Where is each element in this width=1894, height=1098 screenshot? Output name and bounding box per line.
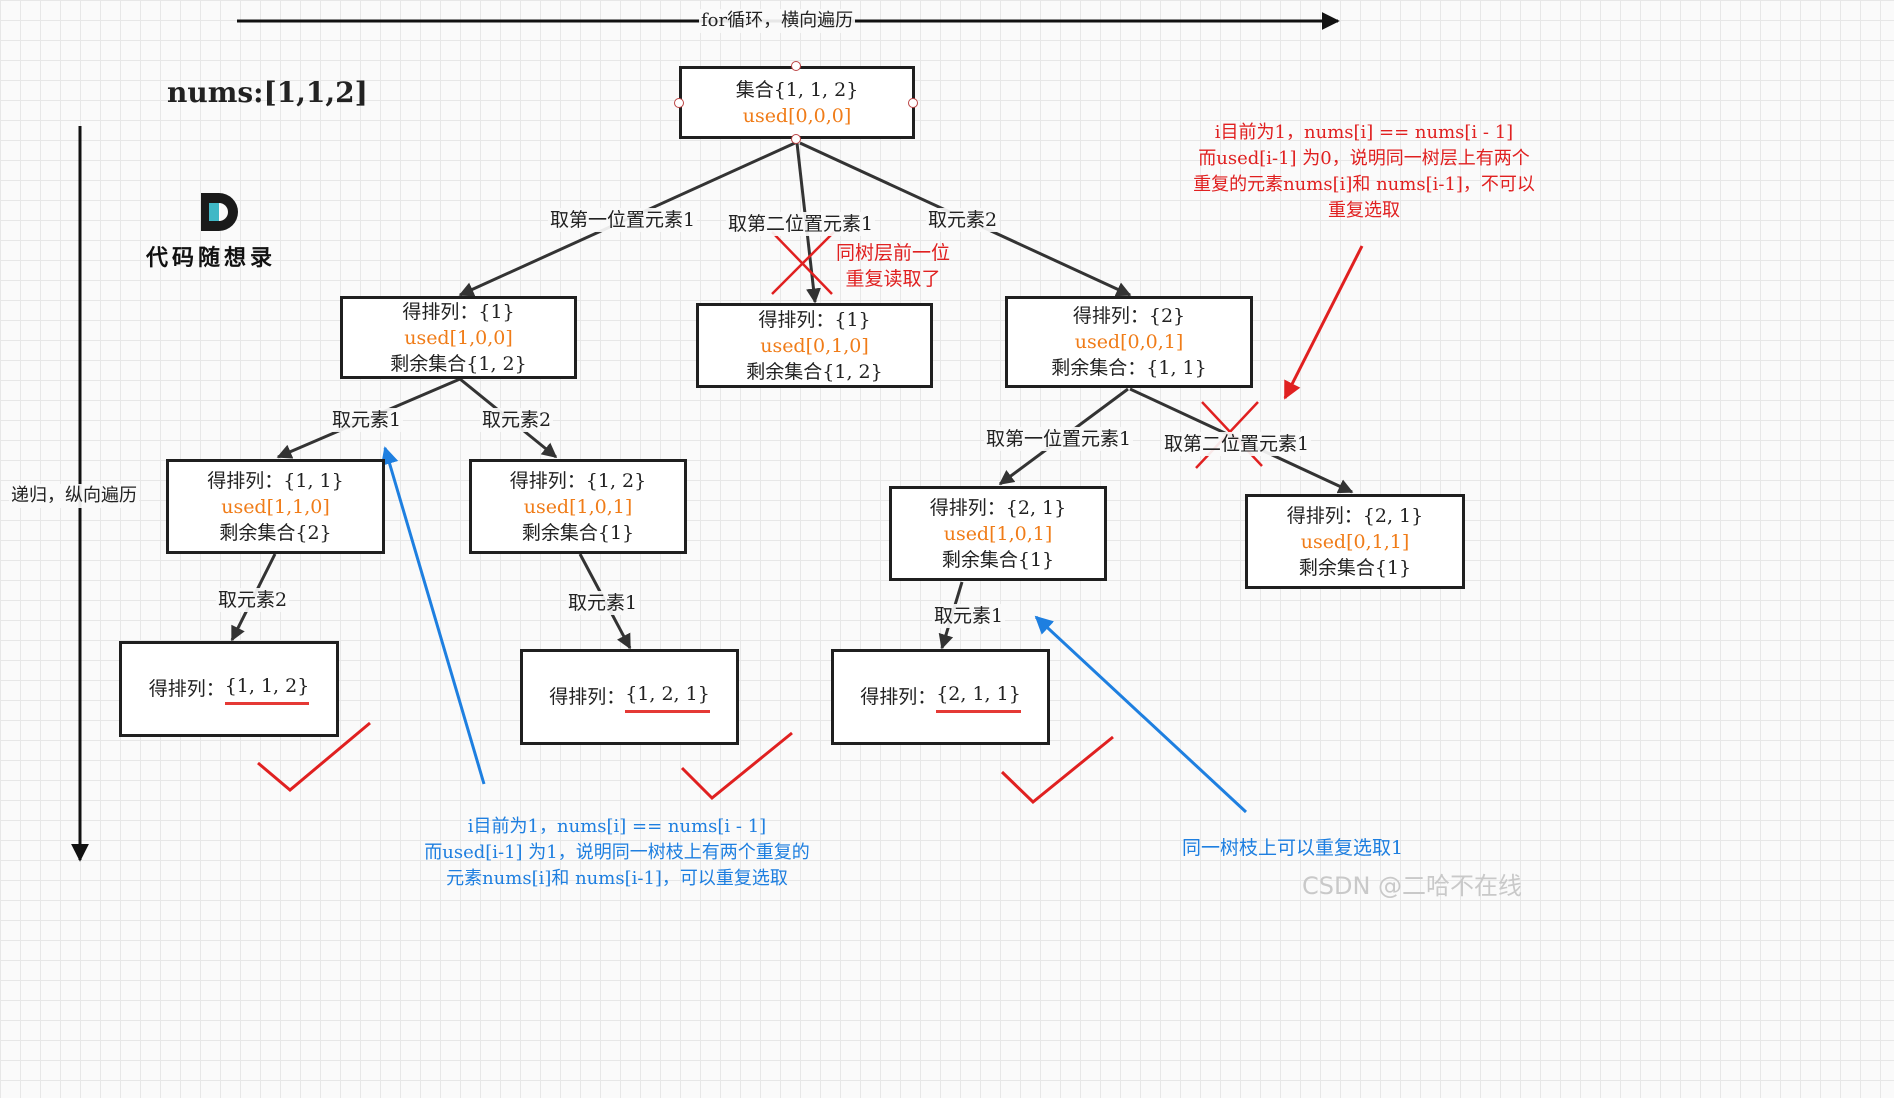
edge-label-n1-take-2: 取元素2: [480, 408, 554, 432]
edge-label-n3-first: 取第一位置元素1: [984, 427, 1134, 451]
logo-text: 代码随想录: [146, 246, 277, 271]
node-used-text: used[1,0,1]: [523, 495, 633, 518]
check-mark-2: [680, 731, 793, 801]
connection-handle-right[interactable]: [908, 98, 918, 108]
watermark: CSDN @二哈不在线: [1302, 872, 1523, 900]
node-used-text: used[0,0,0]: [742, 104, 852, 127]
node-perm-text: 得排列：{2, 1}: [929, 496, 1067, 519]
edge-label-root-second: 取第二位置元素1: [726, 212, 876, 236]
red-note-arrow: [1283, 245, 1364, 400]
edge-label-n11-take-2: 取元素2: [216, 588, 290, 612]
page-title: nums:[1,1,2]: [167, 76, 368, 109]
check-mark-3: [1000, 735, 1114, 805]
node-perm-2-1-b: 得排列：{2, 1} used[0,1,1] 剩余集合{1}: [1245, 494, 1465, 589]
red-explanation-line: i目前为1，nums[i] == nums[i - 1]: [1214, 122, 1514, 143]
leaf-perm-1-1-2: 得排列：{1, 1, 2}: [119, 641, 339, 737]
connection-handle-left[interactable]: [674, 98, 684, 108]
leaf-result: {1, 2, 1}: [625, 681, 710, 713]
edge-label-n12-take-1: 取元素1: [566, 591, 640, 615]
vertical-axis-label: 递归，纵向遍历: [9, 484, 139, 508]
node-used-text: used[1,0,0]: [404, 326, 513, 349]
blue-note-arrow-left: [380, 446, 486, 785]
root-node: 集合{1, 1, 2} used[0,0,0]: [679, 66, 915, 139]
node-remaining-text: 剩余集合{1}: [521, 521, 635, 544]
node-used-text: used[0,1,1]: [1300, 530, 1410, 553]
node-perm-2-1-a: 得排列：{2, 1} used[1,0,1] 剩余集合{1}: [889, 486, 1107, 581]
node-used-text: used[1,0,1]: [943, 522, 1053, 545]
blue-explanation-line: i目前为1，nums[i] == nums[i - 1]: [467, 816, 767, 837]
pruned-note-line: 重复读取了: [845, 268, 941, 290]
pruned-note-line: 同树层前一位: [836, 242, 951, 264]
node-remaining-text: 剩余集合{1}: [1298, 556, 1412, 579]
connection-handle-bottom[interactable]: [791, 134, 801, 144]
node-remaining-text: 剩余集合{2}: [219, 521, 332, 544]
node-remaining-text: 剩余集合{1, 2}: [390, 352, 527, 375]
node-pick-first-1: 得排列：{1} used[1,0,0] 剩余集合{1, 2}: [340, 296, 577, 379]
node-perm-text: 得排列：{2}: [1072, 305, 1186, 327]
leaf-result: {1, 1, 2}: [224, 673, 310, 705]
node-perm-text: 得排列：{1, 2}: [509, 469, 647, 492]
edge-label-n1-take-1: 取元素1: [330, 408, 404, 432]
prune-cross-left-2: [771, 231, 835, 295]
node-remaining-text: 剩余集合{1, 2}: [746, 360, 883, 383]
node-remaining-text: 剩余集合：{1, 1}: [1051, 357, 1207, 379]
blue-explanation-line: 元素nums[i]和 nums[i-1]，可以重复选取: [446, 868, 788, 889]
pruned-note: 同树层前一位 重复读取了: [836, 240, 950, 292]
node-perm-text: 得排列：{1, 1}: [207, 469, 344, 492]
leaf-result: {2, 1, 1}: [936, 681, 1021, 713]
leaf-prefix: 得排列：: [549, 686, 626, 708]
edge-label-root-take-2: 取元素2: [926, 208, 1000, 232]
blue-branch-note: 同一树枝上可以重复选取1: [1182, 837, 1404, 859]
leaf-perm-2-1-1: 得排列：{2, 1, 1}: [831, 649, 1050, 745]
node-pick-2: 得排列：{2} used[0,0,1] 剩余集合：{1, 1}: [1005, 296, 1253, 388]
blue-note-arrow-right: [1034, 615, 1248, 814]
red-explanation-line: 而used[i-1] 为0，说明同一树层上有两个: [1198, 148, 1530, 169]
node-perm-text: 得排列：{2, 1}: [1286, 504, 1424, 527]
node-perm-text: 得排列：{1}: [758, 308, 871, 331]
node-perm-1-1: 得排列：{1, 1} used[1,1,0] 剩余集合{2}: [166, 459, 385, 554]
node-remaining-text: 剩余集合{1}: [941, 548, 1055, 571]
node-used-text: used[0,0,1]: [1074, 331, 1184, 353]
horizontal-axis-label: for循环，横向遍历: [699, 9, 856, 33]
node-used-text: used[0,1,0]: [760, 334, 869, 357]
node-perm-1-2: 得排列：{1, 2} used[1,0,1] 剩余集合{1}: [469, 459, 687, 554]
node-set-text: 集合{1, 1, 2}: [735, 78, 859, 101]
edge-label-root-first: 取第一位置元素1: [548, 208, 698, 232]
node-pick-second-1: 得排列：{1} used[0,1,0] 剩余集合{1, 2}: [696, 303, 933, 388]
leaf-prefix: 得排列：: [860, 686, 937, 708]
red-explanation: i目前为1，nums[i] == nums[i - 1] 而used[i-1] …: [1172, 120, 1556, 224]
node-perm-text: 得排列：{1}: [402, 300, 515, 323]
check-mark-1: [257, 721, 371, 792]
blue-explanation-line: 而used[i-1] 为1，说明同一树枝上有两个重复的: [424, 842, 810, 863]
edge-label-n31-take-1: 取元素1: [932, 604, 1006, 628]
red-explanation-line: 重复选取: [1328, 200, 1400, 221]
logo-icon: [199, 191, 241, 233]
connection-handle-top[interactable]: [791, 61, 801, 71]
leaf-prefix: 得排列：: [148, 678, 225, 700]
red-explanation-line: 重复的元素nums[i]和 nums[i-1]，不可以: [1193, 174, 1535, 195]
blue-explanation: i目前为1，nums[i] == nums[i - 1] 而used[i-1] …: [390, 814, 844, 892]
node-used-text: used[1,1,0]: [221, 495, 330, 518]
edge-label-n3-second: 取第二位置元素1: [1162, 432, 1312, 456]
leaf-perm-1-2-1: 得排列：{1, 2, 1}: [520, 649, 739, 745]
